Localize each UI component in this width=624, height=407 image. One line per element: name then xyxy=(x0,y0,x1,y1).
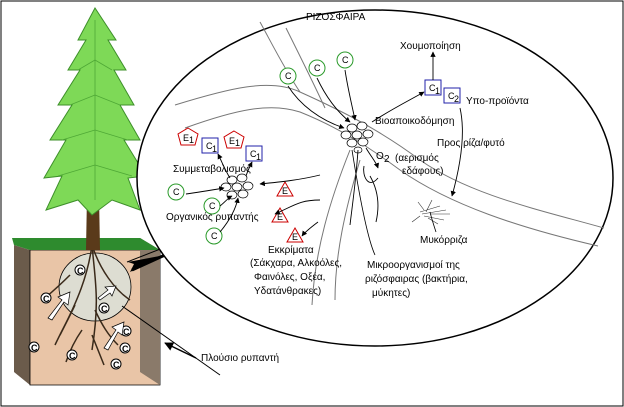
label-humification: Χουμοποίηση xyxy=(400,40,461,52)
svg-text:2: 2 xyxy=(454,94,459,104)
label-byproducts: Υπο-προϊόντα xyxy=(466,95,529,107)
label-aeration-1: (αερισμός xyxy=(395,152,439,164)
c-circle-1: C xyxy=(279,67,297,85)
leader-lines xyxy=(351,149,437,256)
svg-text:C: C xyxy=(429,83,436,93)
rhizosphere-ellipse xyxy=(136,9,614,347)
label-microbes-2: ριζόσφαιρας (βακτήρια, xyxy=(365,273,468,285)
svg-text:C: C xyxy=(250,149,257,159)
svg-text:C: C xyxy=(206,141,213,151)
label-exudates-4: Υδατάνθρακες) xyxy=(254,285,321,297)
svg-text:C: C xyxy=(285,71,292,81)
svg-text:C: C xyxy=(123,327,130,337)
svg-text:1: 1 xyxy=(235,138,240,148)
svg-text:C: C xyxy=(211,231,218,241)
label-o2: O xyxy=(376,151,384,162)
svg-text:1: 1 xyxy=(212,144,217,154)
root-channels xyxy=(174,21,605,306)
label-organic-pollutant: Οργανικός ρυπαντής xyxy=(166,211,259,223)
svg-text:1: 1 xyxy=(435,86,440,96)
e-triangle-1: E xyxy=(276,180,294,197)
svg-text:E: E xyxy=(229,136,235,146)
labels: Χουμοποίηση Υπο-προϊόντα Βιοαποικοδόμηση… xyxy=(166,40,529,364)
zoom-line-bottom xyxy=(121,305,221,376)
e-triangle-2: E xyxy=(271,206,289,223)
mycorrhiza-hyphae xyxy=(411,199,450,225)
title: ΡΙΖΟΣΦΑΙΡΑ xyxy=(306,12,366,23)
svg-text:C: C xyxy=(31,343,38,353)
svg-text:C: C xyxy=(448,91,455,101)
label-exudates-1: Εκκρίματα xyxy=(268,244,314,256)
soil-c-symbols: C C C C C C C C xyxy=(28,264,132,370)
c-circle-3: C xyxy=(336,51,354,69)
svg-text:E: E xyxy=(183,133,189,143)
label-rich-pollutant: Πλούσιο ρυπαντή xyxy=(201,352,279,364)
label-exudates-3: Φαινόλες, Οξέα, xyxy=(254,271,325,283)
label-mycorrhiza: Μυκόρριζα xyxy=(420,234,468,246)
label-microbes-3: μύκητες) xyxy=(372,287,410,299)
label-microbes-1: Μικροοργανισμοί της xyxy=(367,259,460,271)
soil-arrows xyxy=(47,285,125,351)
e-triangle-3: E xyxy=(286,226,304,243)
svg-text:C: C xyxy=(69,351,76,361)
svg-text:E: E xyxy=(282,186,288,196)
label-exudates-2: (Σάκχαρα, Αλκοόλες, xyxy=(250,257,342,269)
label-cometabolism: Συμμεταβολισμός xyxy=(173,163,251,175)
svg-text:C: C xyxy=(173,187,180,197)
c-circle-4: C xyxy=(167,183,185,201)
soil-block xyxy=(12,238,161,386)
c-circle-2: C xyxy=(308,59,326,77)
svg-text:C: C xyxy=(209,201,216,211)
svg-text:E: E xyxy=(292,232,298,242)
microbe-cluster-upper xyxy=(340,121,374,154)
svg-text:C: C xyxy=(77,266,84,276)
svg-text:C: C xyxy=(342,55,349,65)
rich-pollutant-arrow xyxy=(164,342,197,359)
label-aeration-2: εδάφους) xyxy=(402,165,443,177)
label-to-root: Προς ρίζα/φυτό xyxy=(437,137,505,149)
flow-arrows xyxy=(185,51,463,237)
svg-text:C: C xyxy=(43,294,50,304)
svg-text:1: 1 xyxy=(189,135,194,145)
tree xyxy=(43,7,147,250)
svg-text:C: C xyxy=(113,360,120,370)
svg-text:C: C xyxy=(314,63,321,73)
label-o2-sub: 2 xyxy=(384,154,390,165)
svg-text:C: C xyxy=(101,304,108,314)
label-biodegradation: Βιοαποικοδόμηση xyxy=(375,115,454,127)
svg-text:1: 1 xyxy=(256,152,261,162)
svg-text:E: E xyxy=(277,212,283,222)
c-circle-6: C xyxy=(205,227,223,245)
svg-text:C: C xyxy=(122,344,129,354)
e-triangles: E E E xyxy=(271,180,304,243)
